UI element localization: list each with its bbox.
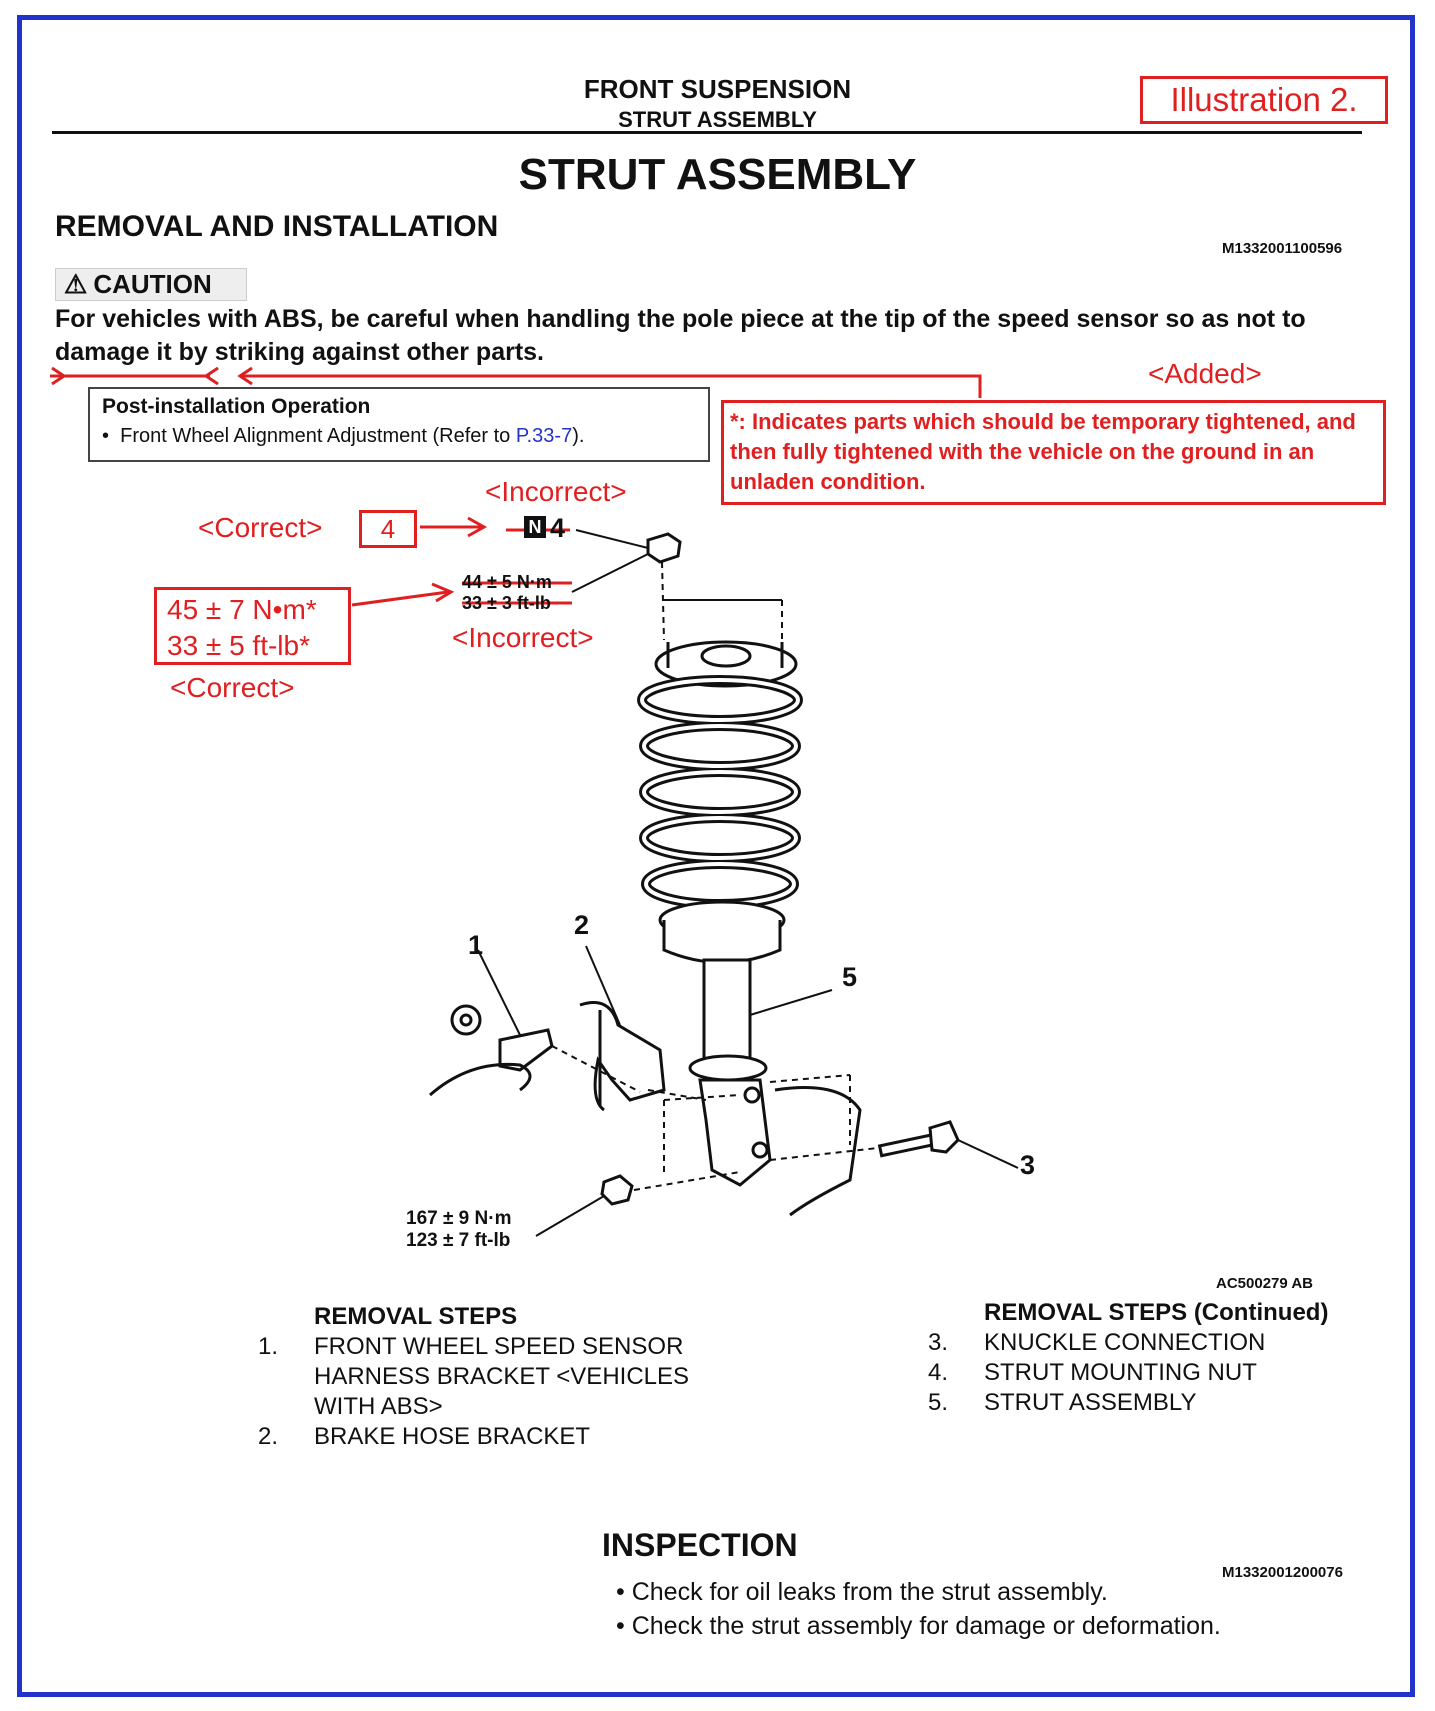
step-text: STRUT ASSEMBLY (984, 1389, 1197, 1416)
step-number: 5. (928, 1389, 949, 1416)
step-text-line: FRONT WHEEL SPEED SENSOR (314, 1333, 684, 1360)
section-header: FRONT SUSPENSION (583, 74, 852, 104)
step-text-line: BRAKE HOSE BRACKET (314, 1423, 591, 1450)
list-item: 4. STRUT MOUNTING NUT (928, 1358, 1388, 1388)
correct-label-top: <Correct> (198, 512, 323, 543)
strut-mounting-nut (646, 532, 682, 564)
callout-3: 3 (1020, 1150, 1036, 1180)
caution-text: For vehicles with ABS, be careful when h… (55, 305, 1306, 366)
inspection-code: M1332001200076 (1222, 1564, 1343, 1581)
torque-correct-arrow (351, 590, 449, 607)
post-installation-box: Post-installation Operation • Front Whee… (88, 387, 710, 462)
caution-label: CAUTION (93, 269, 212, 299)
inspection-bullet-text: Check the strut assembly for damage or d… (631, 1612, 1221, 1640)
callout-2: 2 (574, 910, 590, 940)
step-number: 3. (928, 1329, 949, 1356)
inspection-heading: INSPECTION (602, 1527, 798, 1563)
list-item: • Check for oil leaks from the strut ass… (616, 1575, 1221, 1609)
list-item: 1. FRONT WHEEL SPEED SENSOR HARNESS BRAC… (258, 1332, 718, 1422)
incorrect-symbol: N (524, 516, 546, 538)
step-text: KNUCKLE CONNECTION (984, 1329, 1266, 1356)
subsection-header: STRUT ASSEMBLY (618, 107, 817, 132)
removal-installation-heading: REMOVAL AND INSTALLATION (55, 210, 499, 243)
temporary-tighten-note: *: Indicates parts which should be tempo… (721, 400, 1386, 505)
bullet-icon: • (102, 425, 121, 447)
incorrect-torque-ftlb: 33 ± 3 ft-lb (462, 593, 551, 613)
page-frame (17, 15, 1415, 1697)
page-title: STRUT ASSEMBLY (518, 150, 917, 199)
added-bracket-line (240, 374, 982, 398)
removal-code: M1332001100596 (1222, 240, 1343, 257)
illustration-label: Illustration 2. (1140, 76, 1388, 124)
step-text-line: WITH ABS> (314, 1393, 443, 1420)
incorrect-torque-nm: 44 ± 5 N·m (462, 572, 552, 592)
correct-label-bottom: <Correct> (170, 672, 295, 703)
list-item: • Check the strut assembly for damage or… (616, 1609, 1221, 1643)
callout-5: 5 (842, 962, 858, 992)
correct-torque-nm: 45 ± 7 N•m* (167, 594, 317, 625)
post-item-text: Front Wheel Alignment Adjustment (Refer … (120, 425, 516, 447)
post-item-tail: ). (572, 425, 585, 447)
added-annotation: <Added> (1148, 358, 1262, 389)
insert-arrow-right (237, 366, 253, 386)
removal-steps: REMOVAL STEPS 1. FRONT WHEEL SPEED SENSO… (258, 1302, 718, 1452)
insert-arrow-left (51, 366, 67, 386)
knuckle-torque-ftlb: 123 ± 7 ft-lb (406, 1230, 511, 1251)
callout-1: 1 (468, 930, 484, 960)
incorrect-label-top: <Incorrect> (485, 476, 627, 507)
correct-torque-ftlb: 33 ± 5 ft-lb* (167, 630, 310, 661)
post-installation-title: Post-installation Operation (102, 395, 371, 418)
removal-steps-heading: REMOVAL STEPS (314, 1303, 518, 1330)
incorrect-label-bottom: <Incorrect> (452, 622, 594, 653)
header-rule (52, 131, 1362, 134)
bullet-icon: • (616, 1612, 632, 1640)
incorrect-value: 4 (550, 513, 566, 543)
list-item: 5. STRUT ASSEMBLY (928, 1388, 1388, 1418)
correct-torque-box: 45 ± 7 N•m* 33 ± 5 ft-lb* (154, 587, 351, 665)
step-number: 1. (258, 1333, 279, 1360)
list-item: 3. KNUCKLE CONNECTION (928, 1328, 1388, 1358)
correct-value-box: 4 (359, 510, 417, 548)
bullet-icon: • (616, 1578, 632, 1606)
figure-code: AC500279 AB (1216, 1275, 1313, 1292)
page-reference-link[interactable]: P.33-7 (515, 425, 573, 447)
step-text-line: HARNESS BRACKET <VEHICLES (314, 1363, 690, 1390)
removal-steps-continued: REMOVAL STEPS (Continued) 3. KNUCKLE CON… (928, 1298, 1388, 1418)
knuckle-torque-nm: 167 ± 9 N·m (406, 1208, 512, 1229)
inspection-bullet-text: Check for oil leaks from the strut assem… (631, 1578, 1108, 1606)
step-text: STRUT MOUNTING NUT (984, 1359, 1257, 1386)
post-installation-item: • Front Wheel Alignment Adjustment (Refe… (102, 425, 696, 448)
step-number: 4. (928, 1359, 949, 1386)
removal-steps-continued-heading: REMOVAL STEPS (Continued) (984, 1299, 1329, 1326)
inspection-list: • Check for oil leaks from the strut ass… (616, 1575, 1221, 1643)
insert-arrow-mid (203, 366, 219, 386)
warning-icon: ⚠ (64, 269, 88, 299)
caution-badge: ⚠ CAUTION (55, 268, 247, 301)
list-item: 2. BRAKE HOSE BRACKET (258, 1422, 718, 1452)
step-number: 2. (258, 1423, 279, 1450)
